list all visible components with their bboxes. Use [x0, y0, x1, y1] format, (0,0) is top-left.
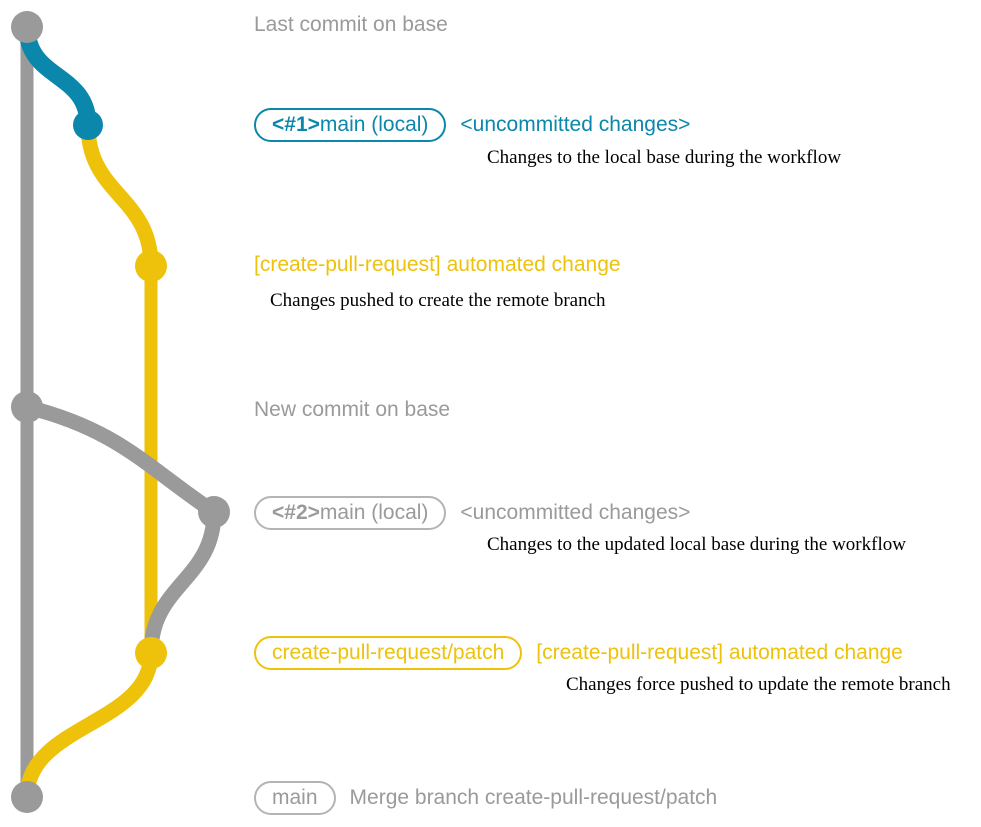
- local-branch-line-1: [18, 18, 97, 134]
- local-branch-line-2: [19, 399, 222, 520]
- branch-pill-local-1-name: main (local): [319, 113, 429, 136]
- commit-message-local-1: <uncommitted changes>: [460, 113, 691, 137]
- patch-merge-line: [143, 504, 222, 661]
- node-base-new-commit: [11, 391, 43, 423]
- row-last-commit-on-base: Last commit on base: [254, 13, 448, 36]
- row-merge: main Merge branch create-pull-request/pa…: [254, 781, 717, 815]
- branch-pill-main-name: main: [272, 786, 318, 809]
- row-new-commit-on-base: New commit on base: [254, 398, 450, 421]
- row-automated-change-1: [create-pull-request] automated change: [254, 253, 621, 276]
- branch-pill-local-1-index: <#1>: [272, 113, 320, 136]
- commit-message-automated-2: [create-pull-request] automated change: [536, 641, 903, 665]
- merge-into-base-line: [19, 645, 159, 805]
- patch-branch-line-1: [80, 117, 159, 274]
- description-local-1: Changes to the local base during the wor…: [487, 147, 842, 168]
- branch-pill-main[interactable]: main: [254, 781, 336, 815]
- label-last-commit-on-base: Last commit on base: [254, 13, 448, 36]
- node-local-uncommitted-1: [73, 110, 103, 140]
- description-automated-1: Changes pushed to create the remote bran…: [270, 290, 606, 311]
- branch-pill-local-1[interactable]: <#1> main (local): [254, 108, 447, 142]
- branch-pill-create-pull-request-patch[interactable]: create-pull-request/patch: [254, 636, 523, 670]
- node-local-uncommitted-2: [198, 496, 230, 528]
- row-local-2: <#2> main (local) <uncommitted changes>: [254, 496, 690, 530]
- branch-pill-local-2-index: <#2>: [272, 501, 320, 524]
- node-base-head: [11, 11, 43, 43]
- branch-pill-local-2[interactable]: <#2> main (local): [254, 496, 447, 530]
- description-local-2: Changes to the updated local base during…: [487, 534, 906, 555]
- branch-pill-local-2-name: main (local): [319, 501, 429, 524]
- node-patch-commit-2: [135, 637, 167, 669]
- branch-pill-patch-name: create-pull-request/patch: [272, 641, 505, 664]
- commit-message-merge: Merge branch create-pull-request/patch: [349, 786, 718, 810]
- commit-message-automated-1: [create-pull-request] automated change: [254, 253, 621, 276]
- commit-message-local-2: <uncommitted changes>: [460, 501, 691, 525]
- node-base-merge: [11, 781, 43, 813]
- description-automated-2: Changes force pushed to update the remot…: [566, 674, 951, 695]
- node-patch-commit-1: [135, 250, 167, 282]
- row-automated-change-2: create-pull-request/patch [create-pull-r…: [254, 636, 903, 670]
- row-local-1: <#1> main (local) <uncommitted changes>: [254, 108, 690, 142]
- label-new-commit-on-base: New commit on base: [254, 398, 451, 421]
